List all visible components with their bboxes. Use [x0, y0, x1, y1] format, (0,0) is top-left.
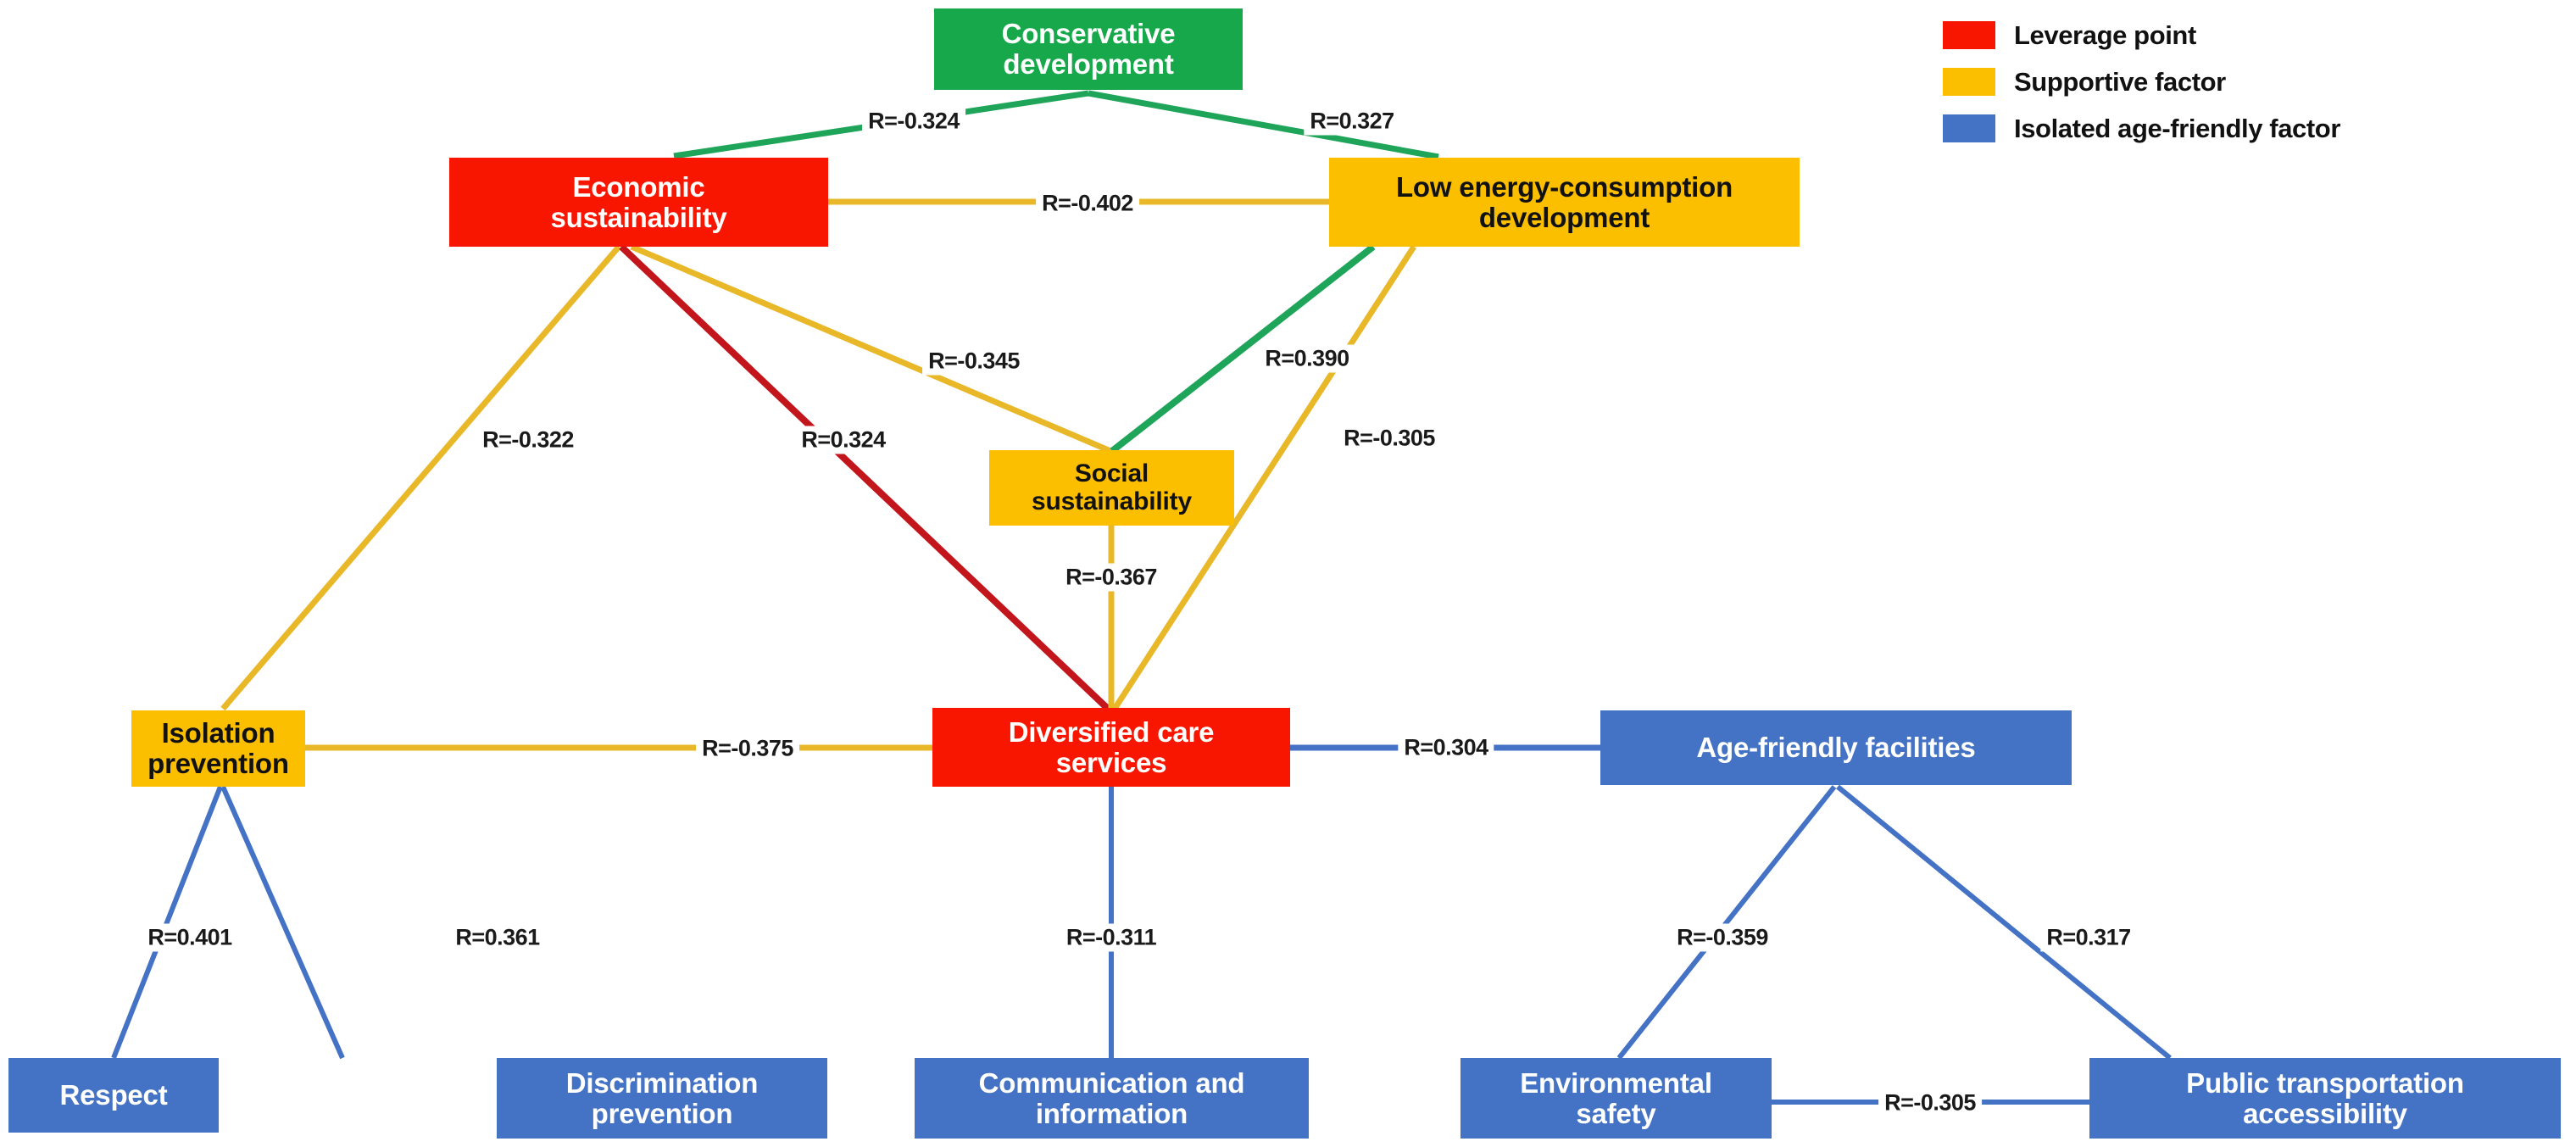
legend-label: Isolated age-friendly factor [2014, 113, 2341, 143]
node-communication-and-information[interactable]: Communication and information [915, 1058, 1309, 1139]
node-environmental-safety[interactable]: Environmental safety [1460, 1058, 1772, 1139]
node-label: Age-friendly facilities [1696, 732, 1976, 764]
edge-economic-sustainability-social-sustainability [630, 243, 1112, 454]
node-label: Environmental safety [1520, 1066, 1712, 1129]
node-label: Low energy-consumption development [1395, 170, 1733, 233]
node-label: Respect [59, 1079, 168, 1111]
edge-age-friendly-facilities-public-transportation [1836, 784, 2172, 1061]
node-respect[interactable]: Respect [8, 1058, 219, 1133]
node-label: Isolation prevention [147, 717, 289, 779]
edge-label-isolation-prevention-discrimination-prevention: R=0.361 [449, 923, 546, 952]
node-discrimination-prevention[interactable]: Discrimination prevention [497, 1058, 827, 1139]
edge-label-diversified-care-services-age-friendly-facilities: R=0.304 [1398, 733, 1494, 762]
edge-label-age-friendly-facilities-environmental-safety: R=-0.359 [1671, 923, 1774, 952]
node-economic-sustainability[interactable]: Economic sustainability [449, 158, 828, 247]
legend-item-supportive-factor: Supportive factor [1943, 58, 2340, 105]
edge-conservative-development-low-energy-consumption [1088, 90, 1439, 160]
node-isolation-prevention[interactable]: Isolation prevention [131, 710, 305, 787]
node-label: Diversified care services [1008, 715, 1215, 778]
edge-label-social-sustainability-diversified-care-services: R=-0.367 [1060, 563, 1163, 592]
blue-swatch-icon [1943, 114, 1995, 142]
node-label: Public transportation accessibility [2186, 1066, 2464, 1129]
node-label: Conservative development [1001, 18, 1176, 80]
edge-label-conservative-development-economic-sustainability: R=-0.324 [862, 107, 965, 136]
edge-label-economic-sustainability-isolation-prevention: R=-0.322 [476, 426, 580, 454]
edge-label-conservative-development-low-energy-consumption: R=0.327 [1304, 107, 1400, 136]
legend-item-isolated-age-friendly-factor: Isolated age-friendly factor [1943, 105, 2340, 152]
edge-low-energy-consumption-social-sustainability [1110, 243, 1376, 454]
legend: Leverage point Supportive factor Isolate… [1943, 12, 2340, 152]
edge-label-diversified-care-services-communication-information: R=-0.311 [1060, 923, 1163, 952]
edge-label-economic-sustainability-diversified-care-services: R=0.324 [795, 426, 892, 454]
edge-economic-sustainability-isolation-prevention [220, 244, 621, 711]
node-label: Discrimination prevention [565, 1066, 759, 1129]
edge-label-environmental-safety-public-transportation: R=-0.305 [1878, 1089, 1982, 1117]
edge-isolation-prevention-respect [111, 785, 223, 1060]
edge-economic-sustainability-diversified-care-services [619, 244, 1110, 711]
node-label: Communication and information [978, 1066, 1245, 1129]
red-swatch-icon [1943, 21, 1995, 49]
edge-isolation-prevention-discrimination-prevention [220, 785, 345, 1060]
edge-label-economic-sustainability-social-sustainability: R=-0.345 [922, 347, 1026, 376]
edge-age-friendly-facilities-environmental-safety [1616, 785, 1837, 1060]
node-label: Social sustainability [1032, 459, 1192, 515]
node-conservative-development[interactable]: Conservative development [934, 8, 1243, 90]
node-social-sustainability[interactable]: Social sustainability [989, 450, 1234, 526]
legend-item-leverage-point: Leverage point [1943, 12, 2340, 58]
edge-label-age-friendly-facilities-public-transportation: R=0.317 [2040, 923, 2137, 952]
node-low-energy-consumption-development[interactable]: Low energy-consumption development [1329, 158, 1800, 247]
node-age-friendly-facilities[interactable]: Age-friendly facilities [1600, 710, 2072, 785]
edge-label-isolation-prevention-respect: R=0.401 [142, 923, 238, 952]
edge-low-energy-consumption-diversified-care-services [1112, 245, 1416, 710]
node-public-transportation-accessibility[interactable]: Public transportation accessibility [2089, 1058, 2561, 1139]
edge-label-isolation-prevention-diversified-care-services: R=-0.375 [696, 734, 799, 763]
node-diversified-care-services[interactable]: Diversified care services [932, 708, 1290, 787]
node-label: Economic sustainability [550, 170, 727, 233]
legend-label: Leverage point [2014, 19, 2196, 50]
edge-label-low-energy-consumption-diversified-care-services: R=-0.305 [1338, 424, 1441, 453]
amber-swatch-icon [1943, 68, 1995, 96]
legend-label: Supportive factor [2014, 66, 2226, 97]
edge-label-economic-sustainability-low-energy-consumption: R=-0.402 [1036, 189, 1139, 218]
edge-label-low-energy-consumption-social-sustainability: R=0.390 [1259, 344, 1355, 373]
